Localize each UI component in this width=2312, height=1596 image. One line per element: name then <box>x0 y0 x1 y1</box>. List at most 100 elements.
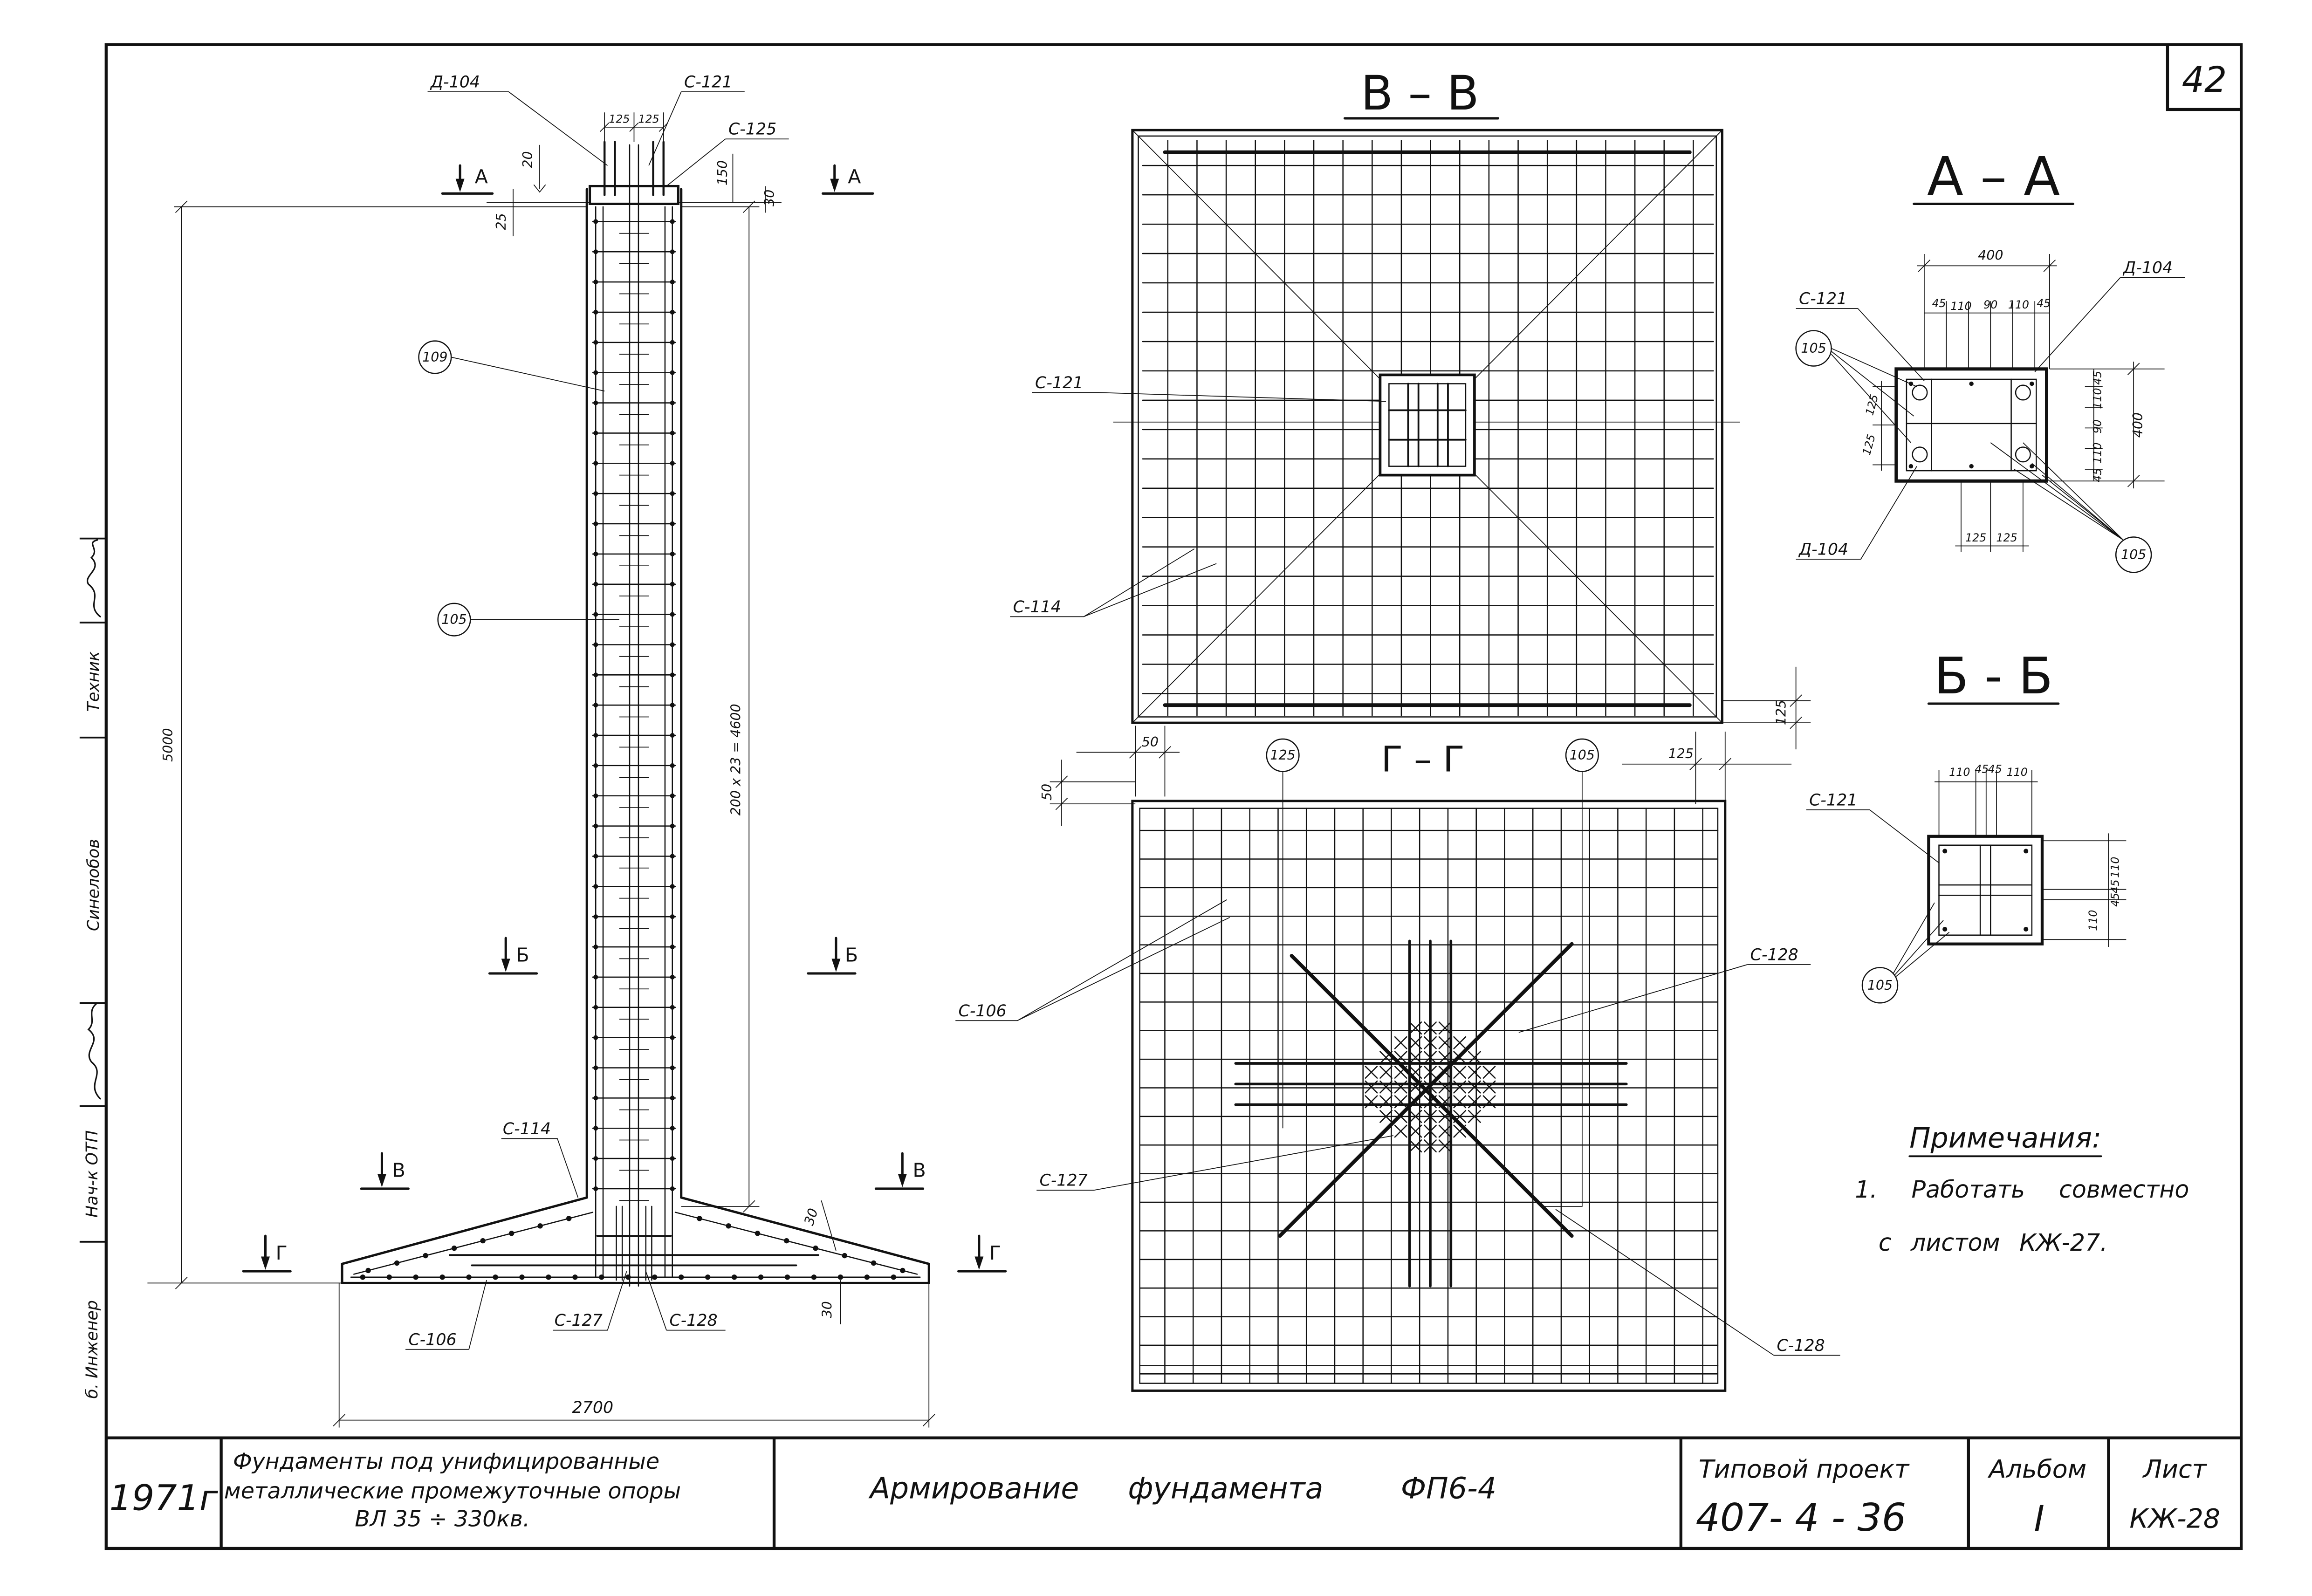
anchor-bolt-hole <box>1912 446 1928 463</box>
rebar-crossing <box>1468 1110 1481 1123</box>
dimension-stirrups <box>681 200 760 1213</box>
dimension-label: 110 <box>2007 766 2028 779</box>
cut-letter: В <box>392 1159 405 1182</box>
dimension-label: 45 <box>2037 297 2051 310</box>
cut-marker-a <box>441 164 874 195</box>
rebar-dot <box>508 1231 515 1236</box>
dimension-label: 90 <box>2091 419 2104 433</box>
rebar-crossing <box>1438 1036 1452 1049</box>
position-marker <box>1795 330 1832 367</box>
column-section <box>1379 373 1476 477</box>
dimension-top-spacing <box>600 112 668 142</box>
rebar-dot <box>480 1238 486 1244</box>
label-mesh: С-127 <box>1040 1171 1088 1190</box>
column-section-inner <box>1906 378 2037 472</box>
dimension-label: 110 <box>2008 298 2029 311</box>
rebar-crossing <box>1424 1080 1437 1094</box>
rebar-crossing <box>1394 1110 1407 1123</box>
label-mesh: С-128 <box>1777 1336 1825 1355</box>
dimension-label: 400 <box>2130 412 2146 438</box>
rebar-dot <box>519 1274 525 1280</box>
cut-letter: Г <box>989 1242 1001 1264</box>
rebar-dot <box>837 1274 844 1280</box>
slab-rebar-dots <box>360 1216 906 1280</box>
rebar-crossing <box>1379 1095 1393 1109</box>
rebar-crossing <box>1409 1139 1422 1153</box>
rebar-crossings <box>1365 1021 1496 1153</box>
sheet-frame <box>79 43 2243 1550</box>
rebar-dot <box>394 1260 400 1266</box>
diagonal-bars <box>1278 942 1574 1238</box>
rebar-crossing <box>1409 1110 1422 1123</box>
dimension-label: 150 <box>715 160 730 185</box>
rebar-crossing <box>1424 1095 1437 1109</box>
margin-head-otp: Нач-к ОТП <box>83 1130 102 1218</box>
rebar-dot <box>466 1274 472 1280</box>
rebar-crossing <box>1379 1051 1393 1064</box>
rebar-crossing <box>1379 1080 1393 1094</box>
plan-inner-outline <box>1139 808 1719 1384</box>
standard-project-number: 407- 4 - 36 <box>1695 1496 1906 1540</box>
rebar-crossing <box>1438 1124 1452 1138</box>
note-line: с листом КЖ-27. <box>1879 1229 2108 1256</box>
sheet-code: КЖ-28 <box>2129 1504 2220 1534</box>
rebar-dot <box>731 1274 737 1280</box>
drawing-title-word: ФП6-4 <box>1401 1471 1496 1505</box>
cut-marker-b <box>488 937 857 975</box>
dimension-20 <box>533 144 546 193</box>
rebar-dot <box>423 1253 428 1259</box>
dimension-label: 45 <box>2091 371 2104 385</box>
label-mesh: С-127 <box>555 1311 603 1330</box>
dimension-label: 30 <box>762 190 777 206</box>
album-label: Альбом <box>1988 1454 2086 1484</box>
rebar-dot <box>599 1274 604 1280</box>
rebar-crossing <box>1453 1036 1467 1049</box>
rebar-dot <box>811 1274 817 1280</box>
position-number: 105 <box>1570 747 1595 763</box>
rebar-crossing <box>1453 1080 1467 1094</box>
rebar-dot <box>758 1274 764 1280</box>
notes-heading: Примечания: <box>1909 1122 2101 1154</box>
rebar-dot <box>679 1274 684 1280</box>
rebar-dot <box>871 1260 877 1266</box>
rebar-crossing <box>1453 1110 1467 1123</box>
dimension-label: 125 <box>1773 700 1789 725</box>
rebar-crossing <box>1409 1036 1422 1049</box>
label-mesh: С-128 <box>1750 946 1798 965</box>
rebar-crossing <box>1379 1066 1393 1079</box>
dimension-label: 50 <box>1039 784 1055 801</box>
rebar-crossing <box>1468 1066 1481 1079</box>
dimension-label: 25 <box>494 213 509 230</box>
anchor-bolt-hole <box>2015 446 2031 463</box>
project-title-line: металлические промежуточные опоры <box>224 1478 681 1504</box>
rebar-crossing <box>1482 1066 1496 1079</box>
rebar-crossing <box>1468 1080 1481 1094</box>
anchor-bolts <box>603 141 665 196</box>
rebar-dot <box>493 1274 498 1280</box>
label-anchor-bolt: Д-104 <box>430 73 480 91</box>
note-line: 1. Работать совместно <box>1855 1176 2189 1203</box>
rebar-dot <box>566 1216 572 1221</box>
signature-scribble <box>87 539 101 617</box>
leader-lines <box>405 91 789 1350</box>
dimension-label: 20 <box>520 151 535 168</box>
project-title-line: Фундаменты под унифицированные <box>233 1449 659 1474</box>
rebar-crossing <box>1424 1036 1437 1049</box>
dimension-width <box>333 1283 935 1428</box>
margin-separators <box>79 537 106 1243</box>
section-bars <box>1906 378 2037 472</box>
section-gg-plan: Г – Г С-106 С-128 С-127 С-128 <box>955 739 1840 1392</box>
rebar-dot <box>365 1267 371 1274</box>
cut-letter: Б <box>516 944 529 966</box>
rebar-crossing <box>1394 1080 1407 1094</box>
section-vv-plan: В – В 125 50 50 125 С-121 С-114 125 105 <box>1010 66 1811 1207</box>
dimension-label: 45 <box>1975 763 1989 776</box>
dimension-label: 2700 <box>572 1398 614 1417</box>
column-section-inner <box>1938 844 2033 936</box>
frame-border <box>104 43 2243 1550</box>
column-longitudinal-bars <box>595 144 673 1287</box>
rebar-dot <box>546 1274 551 1280</box>
cut-letter: А <box>848 165 861 188</box>
dimension-label: 125 <box>638 112 659 125</box>
position-marker <box>1861 967 1899 1004</box>
